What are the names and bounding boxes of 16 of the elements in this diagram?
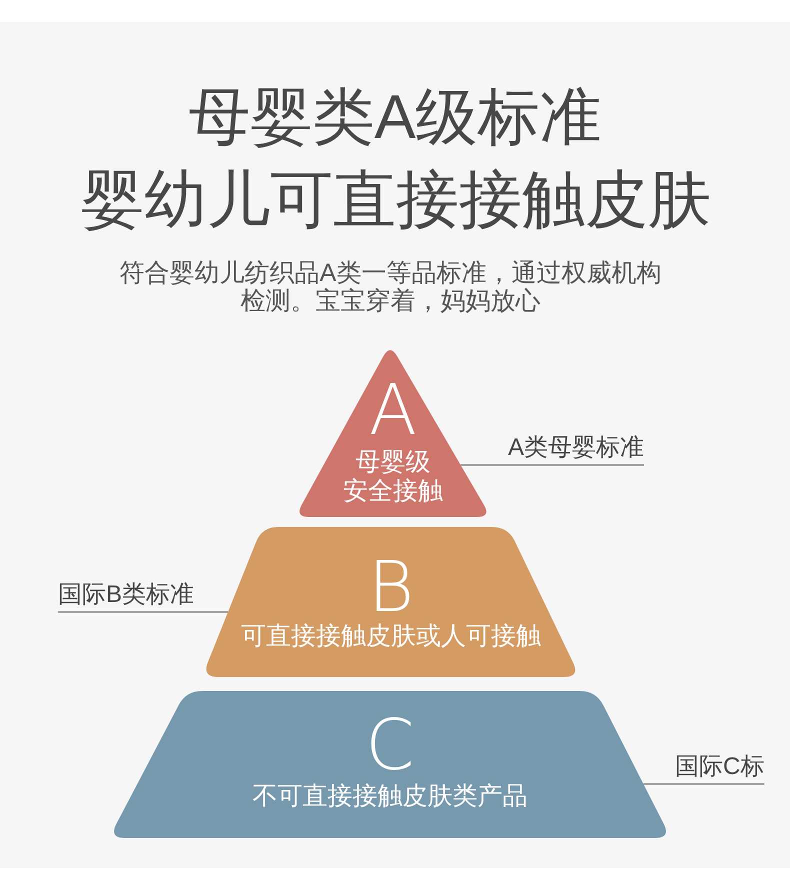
- grade-letter: C: [366, 716, 414, 774]
- leader-line: [460, 464, 644, 466]
- grade-letter: B: [368, 558, 414, 616]
- title: 母婴类A级标准: [188, 86, 602, 150]
- leader-line: [58, 611, 228, 613]
- grade-description: 不可直接接触皮肤类产品: [252, 782, 528, 810]
- headline: 婴幼儿可直接接触皮肤: [81, 168, 711, 232]
- grade-description: 母婴级: [356, 448, 430, 476]
- grade-letter: A: [369, 381, 417, 439]
- grade-description: 安全接触: [343, 477, 443, 505]
- standard-label: A类母婴标准: [508, 433, 644, 463]
- grade-description: 可直接接触皮肤或人可接触: [241, 622, 541, 650]
- description-text: 符合婴幼儿纺织品A类一等品标准，通过权威机构检测。宝宝穿着，妈妈放心: [118, 259, 662, 315]
- leader-line: [643, 783, 764, 785]
- standard-label: 国际B类标准: [58, 580, 194, 610]
- standard-label: 国际C标: [675, 752, 764, 782]
